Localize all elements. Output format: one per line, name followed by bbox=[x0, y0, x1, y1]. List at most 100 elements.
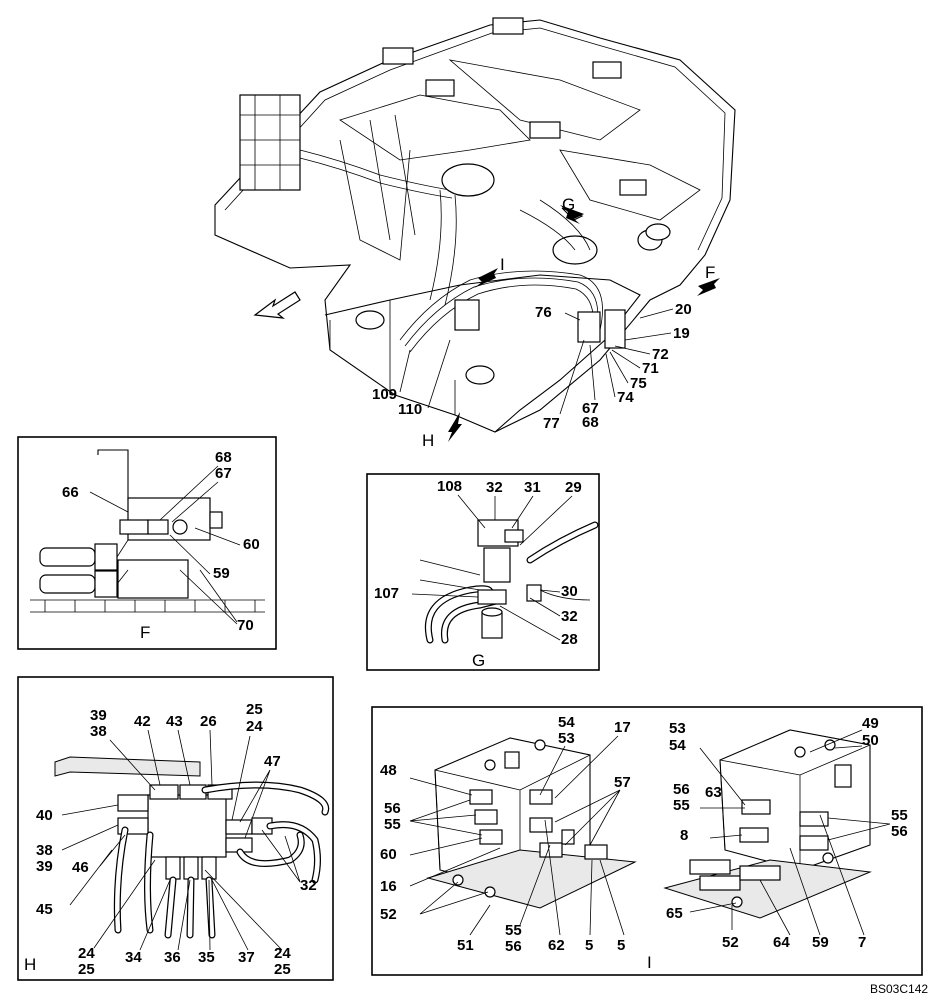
frame-rib bbox=[559, 149, 701, 221]
fitting bbox=[529, 789, 553, 805]
fitting bbox=[739, 827, 769, 843]
callout-label: 110 bbox=[398, 401, 422, 418]
hose-link bbox=[116, 539, 129, 585]
bolt bbox=[794, 746, 806, 758]
mount-pad bbox=[425, 79, 455, 97]
callout-label: 31 bbox=[524, 479, 541, 496]
hose-nut bbox=[94, 570, 118, 598]
callout-label: 45 bbox=[36, 901, 53, 918]
view-arrow-g-icon bbox=[560, 205, 584, 224]
hose-bundle bbox=[519, 199, 591, 251]
view-arrow-h-icon bbox=[448, 412, 462, 442]
hose-bundle bbox=[409, 284, 594, 353]
view-g-frame bbox=[366, 473, 600, 671]
hose-end bbox=[39, 547, 96, 567]
valve-block bbox=[147, 794, 227, 858]
boom-bracket bbox=[369, 114, 416, 241]
callout-label: 38 bbox=[90, 723, 107, 740]
callout-label: 109 bbox=[372, 386, 397, 403]
view-arrow-g-label: G bbox=[562, 195, 575, 214]
callout-label: 29 bbox=[565, 479, 582, 496]
lower-frame bbox=[324, 274, 641, 433]
swivel-joint bbox=[441, 163, 495, 197]
callout-label: 72 bbox=[652, 346, 669, 363]
callout-label: 55 bbox=[505, 922, 522, 939]
callout-leaders bbox=[89, 465, 241, 625]
callout-label: 53 bbox=[558, 730, 575, 747]
callout-label: 7 bbox=[858, 934, 866, 951]
callout-label: 64 bbox=[773, 934, 790, 951]
callout-label: 68 bbox=[215, 449, 232, 466]
callout-label: 8 bbox=[680, 827, 688, 844]
callout-label: 49 bbox=[862, 715, 879, 732]
callout-label: 32 bbox=[300, 877, 317, 894]
callout-label: 19 bbox=[673, 325, 690, 342]
front-direction-arrow-icon bbox=[253, 291, 301, 319]
callout-label: 56 bbox=[673, 781, 690, 798]
callout-label: 77 bbox=[543, 415, 560, 432]
callout-label: 32 bbox=[486, 479, 503, 496]
fitting bbox=[739, 865, 781, 881]
callout-label: 46 bbox=[72, 859, 89, 876]
view-f-title: F bbox=[140, 623, 150, 642]
callout-label: 24 bbox=[78, 945, 95, 962]
callout-label: 55 bbox=[384, 816, 401, 833]
callout-label: 17 bbox=[614, 719, 631, 736]
view-h: 39 38 42 43 26 25 24 47 40 38 39 46 45 3… bbox=[17, 676, 334, 981]
fitting bbox=[183, 856, 199, 880]
callout-label: 50 bbox=[862, 732, 879, 749]
view-arrow-i-label: I bbox=[500, 255, 505, 274]
view-g: 108 32 31 29 30 107 32 28 G bbox=[366, 473, 600, 671]
bolt bbox=[484, 759, 496, 771]
fitting bbox=[504, 529, 524, 543]
bracket bbox=[97, 449, 129, 500]
callout-label: 25 bbox=[78, 961, 95, 978]
view-g-title: G bbox=[472, 651, 485, 670]
callout-label: 25 bbox=[274, 961, 291, 978]
hose bbox=[187, 877, 194, 938]
fitting bbox=[477, 589, 507, 605]
fitting bbox=[225, 819, 253, 835]
bolt bbox=[534, 739, 546, 751]
callout-label: 37 bbox=[238, 949, 255, 966]
fitting bbox=[526, 584, 542, 602]
callout-label: 52 bbox=[380, 906, 397, 923]
callout-label: 52 bbox=[722, 934, 739, 951]
fitting bbox=[179, 784, 207, 800]
callout-label: 62 bbox=[548, 937, 565, 954]
callout-label: 67 bbox=[582, 400, 599, 417]
callout-label: 65 bbox=[666, 905, 683, 922]
callout-label: 60 bbox=[380, 846, 397, 863]
frame-rib bbox=[339, 94, 531, 161]
callout-label: 63 bbox=[705, 784, 722, 801]
callout-label: 108 bbox=[437, 478, 462, 495]
callout-label: 74 bbox=[617, 389, 634, 406]
fitting bbox=[209, 511, 223, 529]
callout-leaders bbox=[409, 729, 891, 936]
mount-pad bbox=[382, 47, 414, 65]
manifold-block bbox=[577, 311, 601, 343]
fitting bbox=[799, 811, 829, 827]
fitting bbox=[561, 829, 575, 845]
fitting bbox=[584, 844, 608, 860]
fitting bbox=[834, 764, 852, 788]
callout-label: 34 bbox=[125, 949, 142, 966]
bolt bbox=[452, 874, 464, 886]
callout-leaders bbox=[411, 494, 573, 641]
callout-label: 76 bbox=[535, 304, 552, 321]
fitting bbox=[699, 875, 741, 891]
callout-label: 54 bbox=[669, 737, 686, 754]
mount-bushing bbox=[465, 365, 495, 385]
callout-leaders bbox=[399, 308, 674, 415]
port-cap bbox=[172, 519, 188, 535]
callout-label: 26 bbox=[200, 713, 217, 730]
fitting bbox=[117, 794, 149, 812]
callout-label: 56 bbox=[891, 823, 908, 840]
callout-label: 32 bbox=[561, 608, 578, 625]
drawing-reference: BS03C142 bbox=[870, 982, 928, 996]
callout-label: 20 bbox=[675, 301, 692, 318]
callout-label: 71 bbox=[642, 360, 659, 377]
callout-label: 60 bbox=[243, 536, 260, 553]
hose bbox=[527, 522, 598, 563]
